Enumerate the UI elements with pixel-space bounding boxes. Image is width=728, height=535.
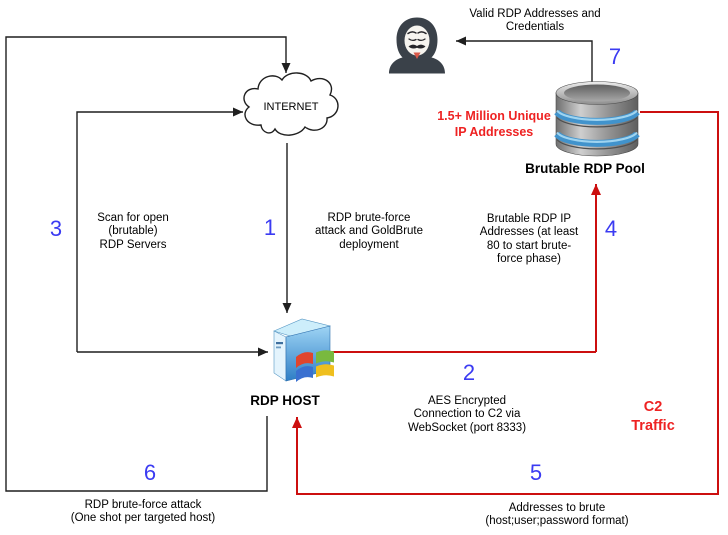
mask-face: [404, 25, 430, 56]
segment-edge: [556, 117, 638, 128]
internet-cloud-icon: [243, 72, 339, 136]
step-3-number: 3: [49, 216, 63, 241]
step-1-number: 1: [263, 215, 277, 240]
mask-mustache: [408, 44, 426, 49]
pool-ip-count-label: 1.5+ Million Unique IP Addresses: [437, 109, 551, 140]
server-label-mark: [276, 346, 281, 349]
step-5-label: Addresses to brute (host;user;password f…: [485, 502, 629, 528]
flow-6-host-to-internet: [5, 36, 291, 492]
hacker-icon: [389, 17, 445, 74]
band-highlight: [556, 109, 638, 121]
band-highlight: [556, 131, 638, 143]
flow-7-pool-to-attacker: [456, 36, 593, 82]
step-2-number: 2: [462, 360, 476, 385]
internet-label: INTERNET: [263, 101, 319, 113]
database-icon: [554, 81, 640, 157]
step-3-label: Scan for open (brutable) RDP Servers: [97, 212, 169, 251]
blue-band: [554, 109, 640, 125]
windows-pane-green: [316, 350, 334, 364]
cylinder-top-inner: [564, 84, 630, 102]
windows-pane-yellow: [316, 364, 334, 378]
server-label-mark: [276, 342, 283, 345]
mask-eyes: [408, 38, 426, 42]
segment-edge: [556, 139, 638, 150]
step-6-number: 6: [143, 460, 157, 485]
flow-5-c2-loop-to-host: [292, 111, 719, 495]
windows-pane-red: [296, 352, 313, 368]
server-left-face: [273, 330, 287, 382]
step-4-label: Brutable RDP IP Addresses (at least 80 t…: [479, 213, 579, 266]
step-1-label: RDP brute-force attack and GoldBrute dep…: [314, 212, 424, 251]
flow-3-scan-to-internet: [76, 107, 243, 352]
step-5-number: 5: [529, 460, 543, 485]
windows-pane-blue: [296, 366, 313, 382]
step-4-number: 4: [604, 216, 618, 241]
step-2-label: AES Encrypted Connection to C2 via WebSo…: [407, 395, 527, 434]
step-6-label: RDP brute-force attack (One shot per tar…: [70, 499, 216, 525]
pool-label: Brutable RDP Pool: [525, 161, 645, 176]
cloud-shape: [243, 72, 339, 136]
c2-traffic-label: C2 Traffic: [631, 399, 675, 434]
windows-server-icon: [273, 318, 334, 382]
step-7-number: 7: [608, 44, 622, 69]
windows-logo-icon: [296, 350, 334, 382]
rdp-host-label: RDP HOST: [250, 393, 320, 408]
step-7-label: Valid RDP Addresses and Credentials: [469, 8, 601, 34]
mask-goatee: [413, 52, 421, 59]
mask-brows: [407, 31, 427, 35]
blue-band: [554, 131, 640, 147]
